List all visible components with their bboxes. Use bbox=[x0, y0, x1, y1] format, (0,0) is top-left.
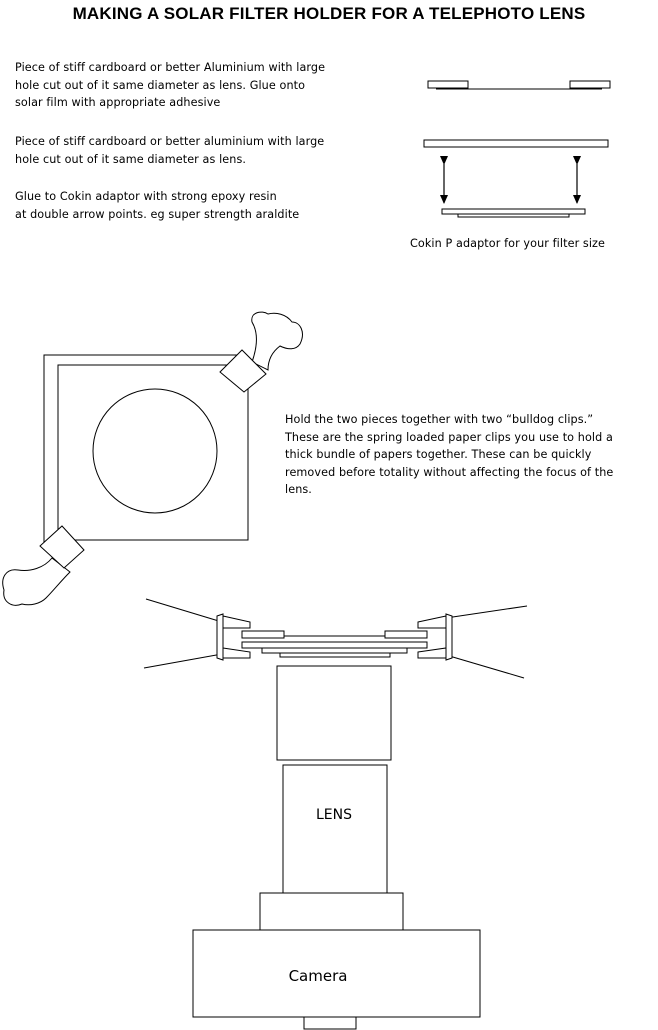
front-plate-drawing bbox=[427, 80, 611, 90]
back-plate-drawing bbox=[423, 139, 609, 148]
left-clip-side-view bbox=[216, 613, 251, 661]
bulldog-clips-note: Hold the two pieces together with two “b… bbox=[285, 413, 614, 496]
camera-label: Camera bbox=[289, 967, 348, 985]
right-clip-side-view bbox=[417, 613, 453, 661]
glue-note: Glue to Cokin adaptor with strong epoxy … bbox=[15, 190, 300, 221]
page-title: MAKING A SOLAR FILTER HOLDER FOR A TELEP… bbox=[72, 4, 586, 23]
lens-label: LENS bbox=[316, 807, 352, 823]
bulldog-clip-bottom-left bbox=[2, 525, 85, 606]
lens-body-drawing bbox=[282, 764, 388, 894]
cokin-adaptor-label: Cokin P adaptor for your filter size bbox=[410, 237, 606, 250]
lens-hole-drawing bbox=[92, 388, 218, 514]
lens-mount-drawing bbox=[259, 892, 404, 931]
filter-assembly-side-view bbox=[241, 630, 428, 658]
back-plate-note: Piece of stiff cardboard or better alumi… bbox=[15, 135, 325, 166]
camera-base-drawing bbox=[303, 1016, 357, 1030]
lens-hood-drawing bbox=[276, 665, 392, 761]
camera-body-drawing bbox=[192, 929, 481, 1018]
cokin-adaptor-drawing bbox=[441, 208, 586, 218]
clip-handles-drawing bbox=[143, 598, 528, 679]
filter-holder-top-view bbox=[43, 354, 249, 545]
front-plate-note: Piece of stiff cardboard or better Alumi… bbox=[15, 61, 326, 109]
double-arrow-icon bbox=[440, 156, 581, 204]
bulldog-clip-top-right bbox=[219, 311, 303, 393]
